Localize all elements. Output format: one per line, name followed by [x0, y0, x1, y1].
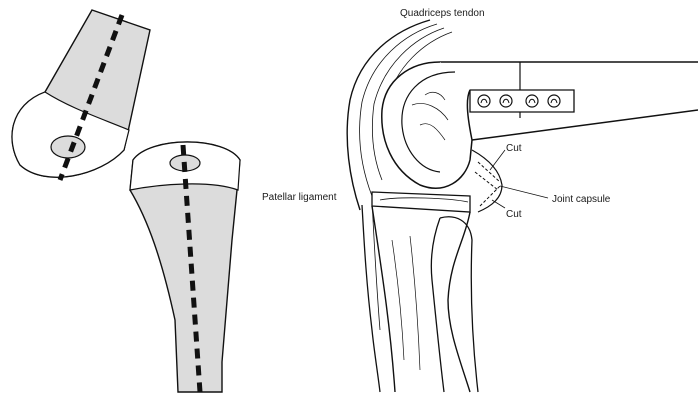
quadriceps-tendon-label: Quadriceps tendon [400, 8, 485, 20]
femur-cross-section-diagram [12, 10, 150, 180]
cut-lower-label: Cut [506, 209, 522, 221]
tibia-shaft [372, 206, 470, 392]
screw-head [526, 95, 538, 107]
femur-tunnel-oval [51, 136, 85, 158]
cut-lower-leader [492, 200, 505, 208]
tibia-cross-section-diagram [130, 142, 240, 392]
tibial-plateau [372, 192, 470, 212]
fibula [431, 217, 478, 392]
joint-capsule-leader [500, 186, 548, 198]
cut-upper-leader [490, 150, 505, 170]
joint-capsule-outline [472, 150, 502, 212]
patellar-ligament-label: Patellar ligament [262, 192, 336, 204]
femoral-condyle [382, 62, 472, 188]
knee-joint-illustration [347, 20, 698, 392]
cut-upper-label: Cut [506, 143, 522, 155]
screw-head [478, 95, 490, 107]
screw-head [548, 95, 560, 107]
joint-capsule-label: Joint capsule [552, 194, 610, 206]
screw-head [500, 95, 512, 107]
